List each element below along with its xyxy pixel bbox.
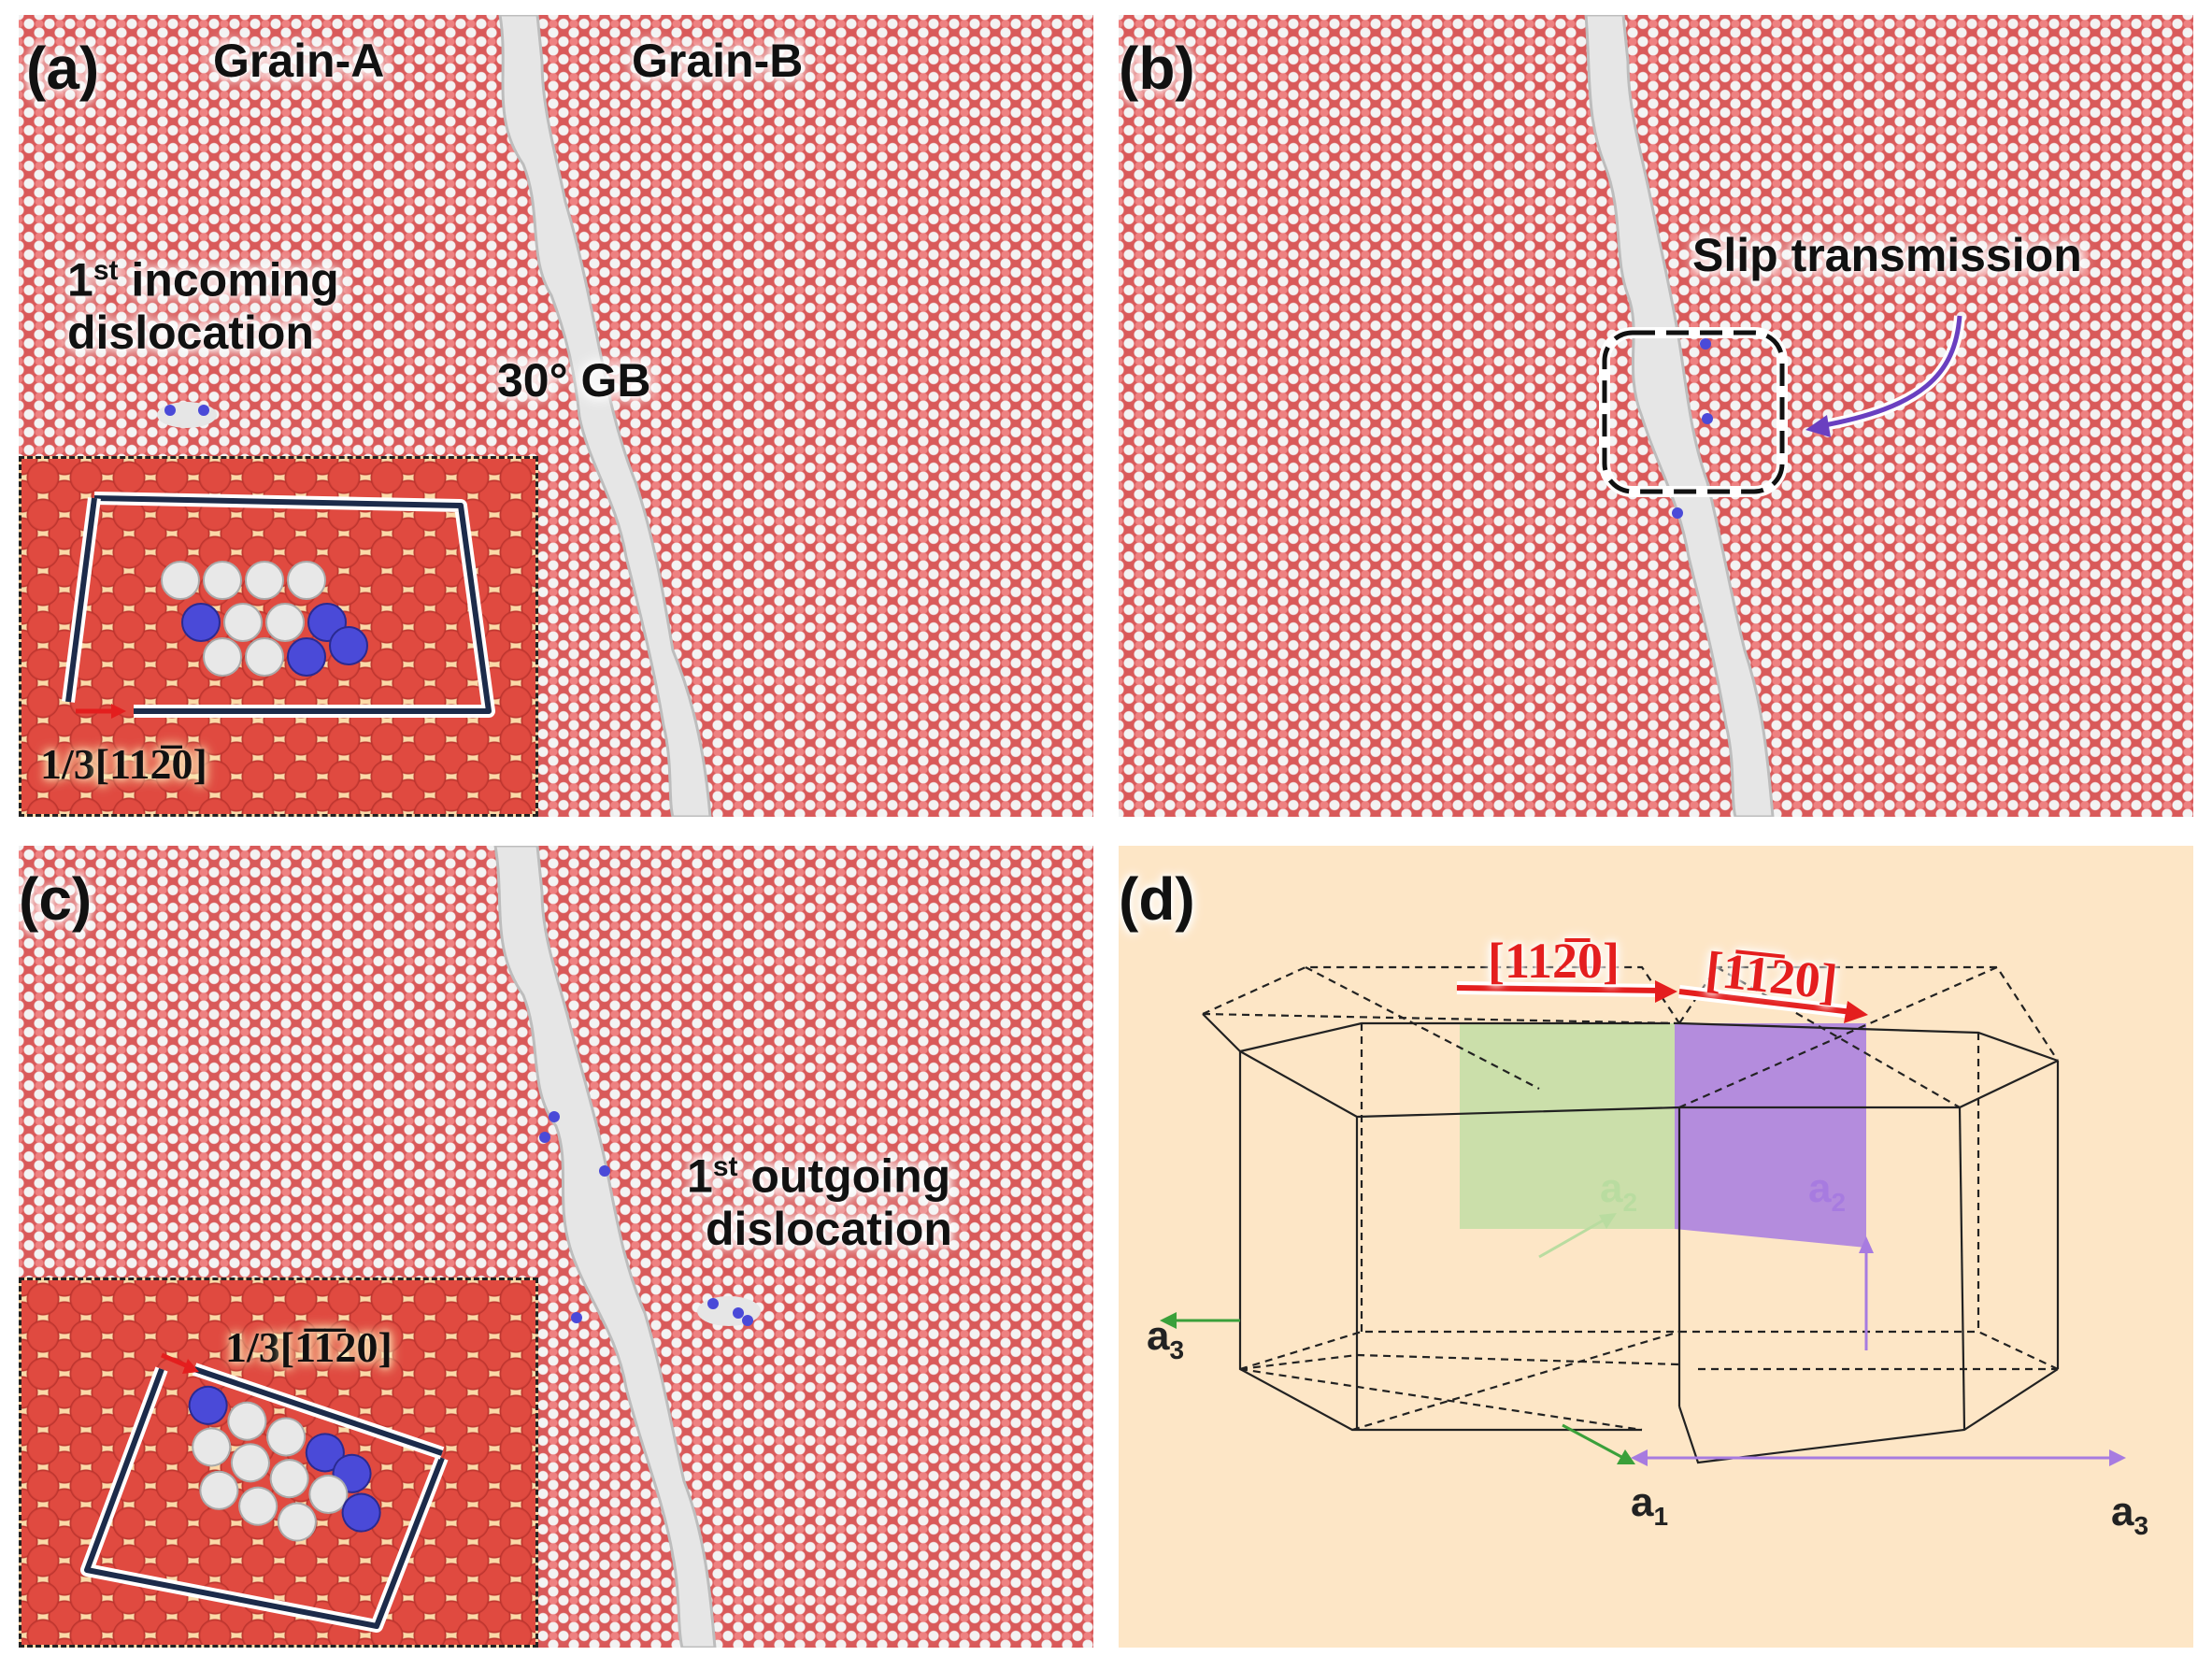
inset-a: 1/3[112̅0] [19, 456, 538, 817]
burgers-arrowhead-a [111, 704, 126, 719]
grain-b-label: Grain-B [632, 35, 804, 87]
axis-a2-right-sub: 2 [1831, 1187, 1847, 1217]
axis-a2-left-letter: a [1600, 1165, 1623, 1211]
slip-transmission-box [1602, 330, 1785, 494]
incoming-dislocation-label: 1st incoming dislocation [67, 245, 339, 359]
burgers-prefix-c: 1/3 [225, 1323, 280, 1371]
hex-prism-left [1202, 965, 1681, 1432]
axis-a1-letter: a [1631, 1479, 1654, 1525]
burgers-prefix-a: 1/3 [40, 740, 95, 788]
axis-label-a2-right: a2 [1808, 1165, 1846, 1218]
panel-label-d: (d) [1119, 865, 1195, 933]
gb-angle-label: 30° GB [497, 354, 651, 407]
slip-arrow [1819, 315, 1962, 429]
panel-d: (d) [112̅0] [1̅1̅20] a3 a1 a2 a2 a3 [1119, 846, 2193, 1648]
grain-boundary-path [498, 15, 712, 817]
incoming-superscript-number: 1 [67, 253, 93, 307]
axis-arrows [1160, 1213, 2126, 1466]
incoming-line2: dislocation [67, 306, 314, 359]
grain-boundary-c [493, 846, 761, 1648]
axis-label-a1: a1 [1631, 1479, 1668, 1532]
gb-atom-c3 [599, 1165, 610, 1177]
axis-a3-left-letter: a [1147, 1313, 1170, 1359]
grain-boundary-path-c [493, 846, 717, 1648]
dislocation-atom-b3 [1672, 507, 1683, 519]
panel-c: (c) 1st outgoing dislocation [19, 846, 1093, 1648]
incoming-dislocation-cluster [157, 402, 217, 428]
burgers-circuit-top-c [193, 1366, 443, 1456]
burgers-arrowhead-c [182, 1359, 199, 1374]
gb-atom-c1 [549, 1111, 560, 1122]
hcp-unit-cells [1160, 965, 2126, 1466]
dislocation-atom-b2 [1702, 413, 1713, 424]
burgers-vector-arrow-c [161, 1352, 189, 1369]
panel-b: (b) Slip transmission [1119, 15, 2193, 817]
dislocation-atom-b1 [1700, 338, 1711, 350]
grain-boundary-b [1584, 15, 1965, 817]
slip-vector-arrows [1456, 980, 1868, 1023]
panel-label-c: (c) [19, 865, 93, 933]
outgoing-superscript: st [712, 1151, 738, 1182]
outgoing-superscript-number: 1 [687, 1149, 713, 1203]
slip-plane-green [1460, 1023, 1675, 1229]
panel-label-a: (a) [26, 35, 100, 102]
burgers-vector-a: [112̅0] [94, 740, 207, 788]
slip-transmission-label: Slip transmission [1692, 229, 2082, 281]
grain-boundary-a [157, 15, 712, 817]
outgoing-line2: dislocation [706, 1202, 952, 1255]
axis-a2-right-letter: a [1808, 1165, 1832, 1211]
panel-a: (a) Grain-A Grain-B 1st incoming disloca… [19, 15, 1093, 817]
axis-a3-right-letter: a [2111, 1489, 2134, 1534]
outgoing-dislocation-label: 1st outgoing dislocation [687, 1141, 952, 1255]
axis-label-a2-left: a2 [1600, 1165, 1637, 1218]
slip-arrowhead [1805, 415, 1831, 437]
slip-plane-purple [1675, 1023, 1866, 1248]
burgers-label-a: 1/3[112̅0] [40, 739, 207, 789]
incoming-superscript: st [93, 255, 119, 286]
core-atoms-a [161, 561, 368, 677]
hex-prism-right [1677, 965, 2060, 1464]
axis-a1-sub: 1 [1653, 1501, 1669, 1531]
vector-label-1: [112̅0] [1488, 933, 1620, 989]
axis-label-a3-right: a3 [2111, 1489, 2148, 1541]
burgers-vector-c: [1̅1̅20] [279, 1323, 392, 1371]
inset-a-overlay [62, 492, 495, 719]
outgoing-line1: outgoing [750, 1149, 951, 1203]
inset-c-overlay [80, 1352, 449, 1633]
grain-boundary-path-b [1584, 15, 1775, 817]
incoming-line1: incoming [131, 253, 339, 307]
axis-label-a3-left: a3 [1147, 1313, 1184, 1365]
grain-a-label: Grain-A [213, 35, 385, 87]
burgers-circuit-a [93, 495, 492, 714]
gb-atom-c4 [571, 1312, 582, 1323]
burgers-circuit-c [84, 1367, 445, 1629]
axis-a2-left-sub: 2 [1622, 1187, 1638, 1217]
outgoing-dislocation-cluster [697, 1296, 761, 1326]
panel-label-b: (b) [1119, 35, 1195, 102]
inset-c: 1/3[1̅1̅20] [19, 1277, 538, 1648]
axis-a3-right-sub: 3 [2134, 1510, 2149, 1540]
gb-atom-c2 [539, 1132, 550, 1143]
axis-a3-left-sub: 3 [1169, 1335, 1185, 1364]
burgers-label-c: 1/3[1̅1̅20] [225, 1322, 392, 1372]
burgers-circuit-left-a [65, 497, 97, 703]
core-atoms-c [188, 1385, 381, 1542]
